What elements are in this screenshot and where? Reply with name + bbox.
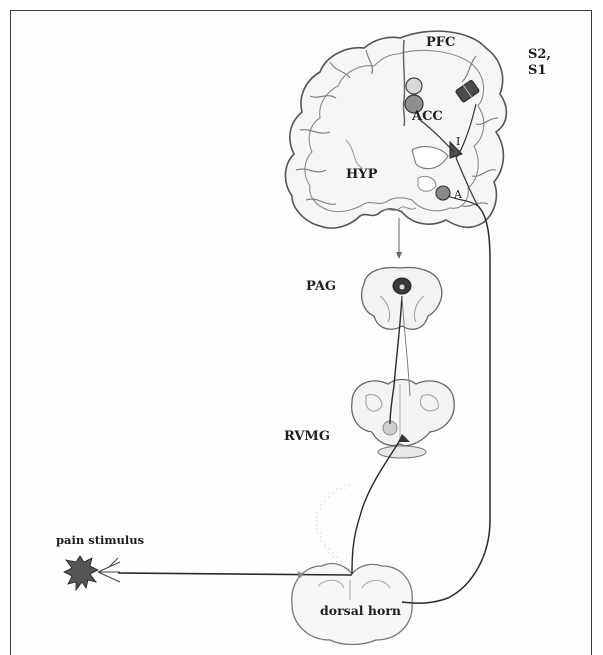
rvmg-to-dorsal-horn-line: [352, 440, 400, 574]
label-s1: S1: [528, 64, 546, 77]
label-amygdala: A: [454, 189, 462, 200]
label-pfc: PFC: [426, 36, 455, 49]
label-pag: PAG: [306, 280, 336, 293]
pfc-node: [406, 78, 422, 94]
label-rvmg: RVMG: [284, 430, 330, 443]
label-acc: ACC: [412, 110, 443, 123]
dotted-interneuron-loop: [317, 486, 352, 572]
rvmg-section: [352, 380, 455, 459]
label-s2: S2,: [528, 48, 551, 61]
label-insula: I: [456, 136, 460, 147]
label-dorsal-horn: dorsal horn: [320, 605, 401, 618]
brain-coronal-section: [285, 31, 506, 228]
hyp-to-pag-arrowhead: [396, 252, 402, 259]
amygdala-node: [436, 186, 450, 200]
label-hyp: HYP: [346, 168, 377, 181]
pain-stimulus-graphic: [64, 556, 120, 590]
label-pain-stimulus: pain stimulus: [56, 535, 144, 547]
